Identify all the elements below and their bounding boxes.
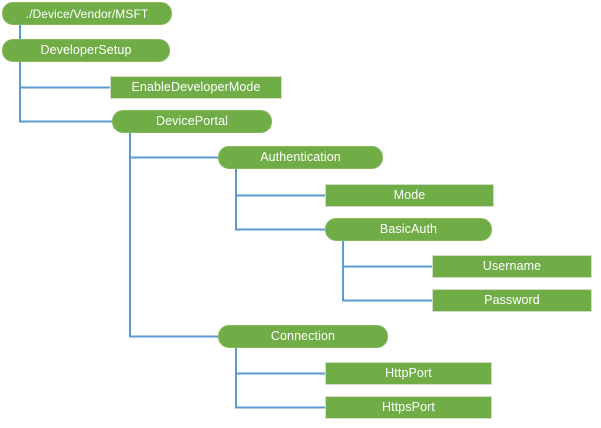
connector-connection-to-httpport	[235, 348, 325, 375]
tree-node-password[interactable]: Password	[432, 289, 592, 312]
connector-basicauth-to-username	[342, 241, 432, 268]
tree-node-developersetup[interactable]: DeveloperSetup	[2, 39, 170, 62]
connector-deviceportal-to-authentication	[129, 133, 218, 159]
tree-node-connection[interactable]: Connection	[218, 325, 388, 348]
tree-node-authentication[interactable]: Authentication	[218, 146, 383, 169]
connector-developersetup-to-deviceportal	[19, 62, 112, 123]
tree-node-deviceportal[interactable]: DevicePortal	[112, 110, 272, 133]
tree-node-root[interactable]: ./Device/Vendor/MSFT	[2, 2, 172, 25]
connector-basicauth-to-password	[342, 241, 432, 302]
connector-authentication-to-basicauth	[235, 169, 325, 231]
connector-authentication-to-mode	[235, 169, 325, 197]
connector-connection-to-httpsport	[235, 348, 325, 409]
connector-developersetup-to-enabledevelopermode	[19, 62, 110, 89]
tree-node-httpsport[interactable]: HttpsPort	[325, 396, 492, 419]
tree-node-basicauth[interactable]: BasicAuth	[325, 218, 492, 241]
tree-node-enabledevelopermode[interactable]: EnableDeveloperMode	[110, 76, 282, 99]
connector-deviceportal-to-connection	[129, 133, 218, 338]
tree-node-httpport[interactable]: HttpPort	[325, 362, 492, 385]
tree-node-mode[interactable]: Mode	[325, 184, 494, 207]
tree-node-username[interactable]: Username	[432, 255, 592, 278]
